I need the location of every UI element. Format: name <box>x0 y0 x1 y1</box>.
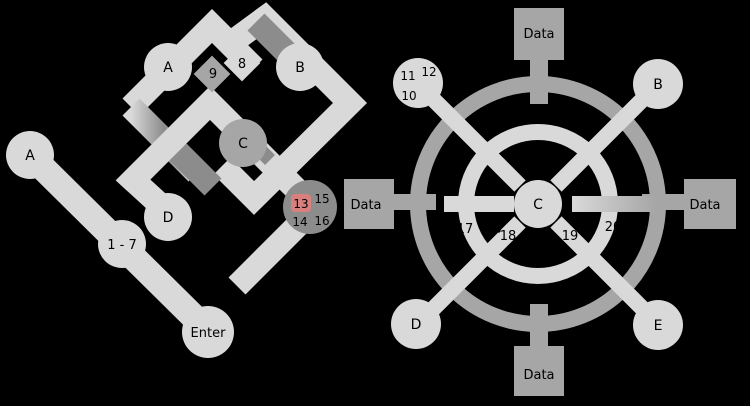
node-e-right[interactable] <box>633 300 683 350</box>
label-18: 18 <box>500 229 517 244</box>
cell-8 <box>223 44 261 82</box>
right-map: C 11 12 10 B D E Data Data Data Data 17 … <box>344 8 736 396</box>
node-d-right[interactable] <box>391 299 441 349</box>
node-a-left-label: A <box>25 148 35 164</box>
data-box-left[interactable] <box>344 179 394 229</box>
node-center-c[interactable] <box>514 180 562 228</box>
spoke-top-right <box>550 80 662 192</box>
cell-9 <box>193 55 231 93</box>
label-20: 20 <box>605 220 622 235</box>
label-17: 17 <box>457 222 474 237</box>
node-d-label: D <box>163 210 174 226</box>
node-c[interactable] <box>219 119 267 167</box>
node-b[interactable] <box>276 43 324 91</box>
node-enter[interactable] <box>182 306 234 358</box>
cluster-16: 16 <box>314 214 329 228</box>
data-box-right[interactable] <box>684 179 736 229</box>
spoke-top-left <box>414 80 526 192</box>
cluster-14: 14 <box>292 215 307 229</box>
left-map: 9 8 A 1 - 7 Enter A B C D 13 15 14 16 <box>6 2 368 358</box>
outer-ring <box>410 76 666 332</box>
highlight-13 <box>291 194 311 212</box>
node-10: 10 <box>401 89 416 103</box>
node-b-right-label: B <box>653 77 663 93</box>
spoke-bottom-left <box>414 216 526 328</box>
node-12: 12 <box>421 65 436 79</box>
node-d-right-label: D <box>411 317 422 333</box>
data-box-bottom[interactable] <box>514 346 564 396</box>
node-e-right-label: E <box>654 318 663 334</box>
node-b-right[interactable] <box>633 59 683 109</box>
data-box-right-label: Data <box>689 198 720 213</box>
node-enter-label: Enter <box>191 326 227 341</box>
data-box-bottom-label: Data <box>523 368 554 383</box>
node-range-label: 1 - 7 <box>107 238 137 253</box>
data-box-top-label: Data <box>523 27 554 42</box>
node-c-label: C <box>238 136 248 152</box>
data-box-top[interactable] <box>514 8 564 60</box>
cluster-15: 15 <box>314 192 329 206</box>
cell-9-label: 9 <box>209 67 217 82</box>
node-top-left[interactable] <box>393 58 443 108</box>
node-a-left[interactable] <box>6 131 54 179</box>
cluster-13: 13 <box>293 197 308 211</box>
node-range[interactable] <box>98 220 146 268</box>
node-d[interactable] <box>144 193 192 241</box>
node-11: 11 <box>400 69 415 83</box>
cell-8-label: 8 <box>238 57 246 72</box>
node-b-label: B <box>295 60 305 76</box>
center-bar-left <box>444 196 514 212</box>
node-a-label: A <box>163 60 173 76</box>
node-a[interactable] <box>144 43 192 91</box>
spoke-bottom-right <box>550 216 662 328</box>
node-center-c-label: C <box>533 197 543 213</box>
center-bar-right <box>572 196 656 212</box>
label-19: 19 <box>562 229 579 244</box>
data-box-left-label: Data <box>350 198 381 213</box>
